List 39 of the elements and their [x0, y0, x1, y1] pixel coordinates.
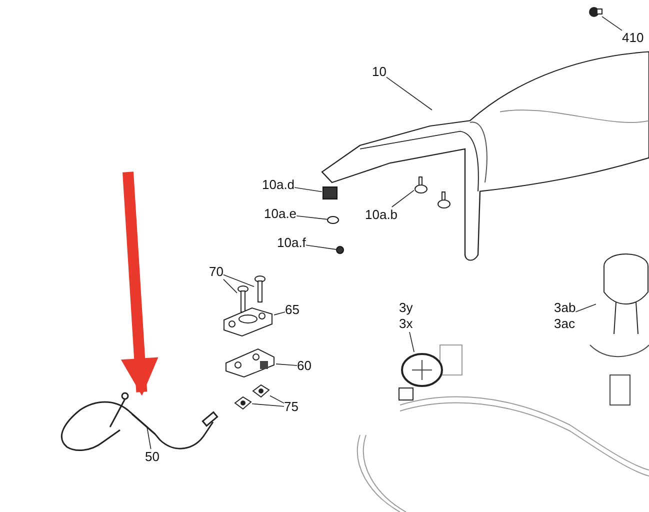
callout-number: 10a.e — [264, 206, 297, 222]
leader-line — [252, 403, 284, 407]
callout-number: 410 — [622, 30, 644, 46]
callout-number: 3ab 3ac — [554, 300, 576, 332]
leader-line — [274, 312, 286, 316]
callout-number: 10a.f — [277, 235, 306, 251]
leader-line — [294, 187, 322, 192]
leader-line — [146, 426, 152, 450]
callout-number: 70 — [209, 264, 224, 280]
leader-line — [602, 16, 622, 31]
part-drawing — [252, 383, 270, 399]
part-drawing — [237, 285, 249, 313]
leader-line — [391, 190, 414, 208]
leader-line — [575, 304, 596, 312]
leader-line — [306, 244, 336, 250]
leader-line — [409, 332, 414, 352]
leader-line — [276, 364, 298, 366]
callout-number: 10 — [372, 64, 386, 80]
leader-line — [223, 278, 238, 294]
leader-line — [223, 274, 254, 288]
callout-number: 50 — [145, 449, 160, 465]
seat-drawing — [320, 50, 649, 262]
part-drawing — [322, 186, 338, 200]
leader-line — [296, 215, 328, 220]
part-drawing — [254, 275, 266, 303]
pointer-arrow — [120, 172, 158, 396]
leader-line — [386, 76, 432, 110]
callout-number: 75 — [284, 399, 298, 415]
callout-number: 60 — [297, 358, 312, 374]
part-drawing — [234, 395, 252, 411]
callout-number: 10a.d — [262, 177, 295, 193]
part-drawing — [414, 176, 428, 194]
callout-number: 10a.b — [365, 207, 398, 223]
part-drawing — [327, 216, 339, 224]
leader-line — [270, 395, 284, 404]
part-drawing — [222, 306, 274, 338]
callout-number: 3y 3x — [399, 300, 413, 332]
part-drawing — [336, 246, 344, 254]
callout-number: 65 — [285, 302, 300, 318]
